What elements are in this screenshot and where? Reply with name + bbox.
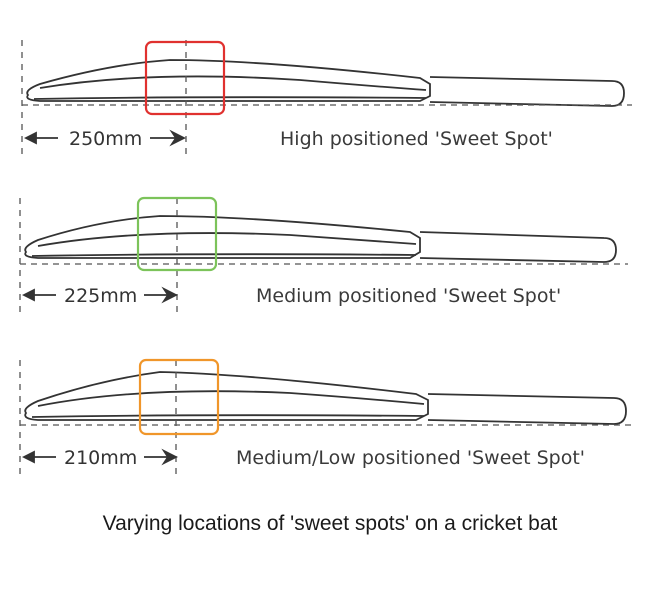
distance-arrow	[21, 286, 179, 304]
figure-caption: Varying locations of 'sweet spots' on a …	[102, 512, 558, 535]
distance-label: 250mm	[69, 128, 142, 150]
bat-diagram-high: 250mm High positioned 'Sweet Spot'	[21, 40, 632, 160]
cricket-bat	[24, 371, 627, 425]
cricket-bat	[26, 59, 625, 107]
sweet-spot-box	[136, 196, 218, 272]
distance-arrow	[21, 448, 179, 466]
position-label: Medium positioned 'Sweet Spot'	[256, 285, 561, 307]
sweet-spot-box	[144, 40, 226, 116]
distance-label: 210mm	[64, 447, 137, 469]
sweet-spot-box	[138, 358, 220, 436]
position-label: Medium/Low positioned 'Sweet Spot'	[236, 447, 585, 469]
bat-diagram-medium: 225mm Medium positioned 'Sweet Spot'	[19, 196, 628, 318]
cricket-bat	[24, 215, 617, 263]
bat-diagram-medium-low: 210mm Medium/Low positioned 'Sweet Spot'	[19, 358, 632, 478]
position-label: High positioned 'Sweet Spot'	[280, 128, 553, 150]
distance-label: 225mm	[64, 285, 137, 307]
distance-arrow	[23, 129, 187, 147]
